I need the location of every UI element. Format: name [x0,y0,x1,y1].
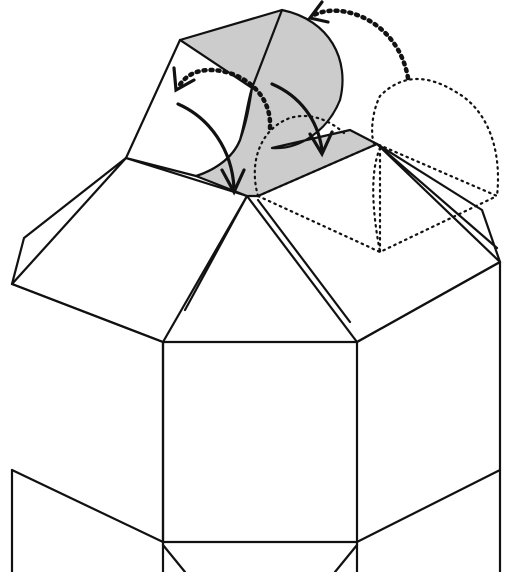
roof-left-panel [12,158,247,342]
roof-center-diagonal-left [185,196,247,310]
bottom-notch-left [163,545,185,572]
front-center-face [163,342,357,542]
roof-right-outer-line [377,144,497,248]
front-right-face [357,262,500,542]
prism-body [12,262,500,572]
roof-center-diagonal-right [258,200,350,322]
front-left-face [12,284,163,542]
dotted-inner-right [373,148,380,252]
bottom-notch-right [335,545,357,572]
